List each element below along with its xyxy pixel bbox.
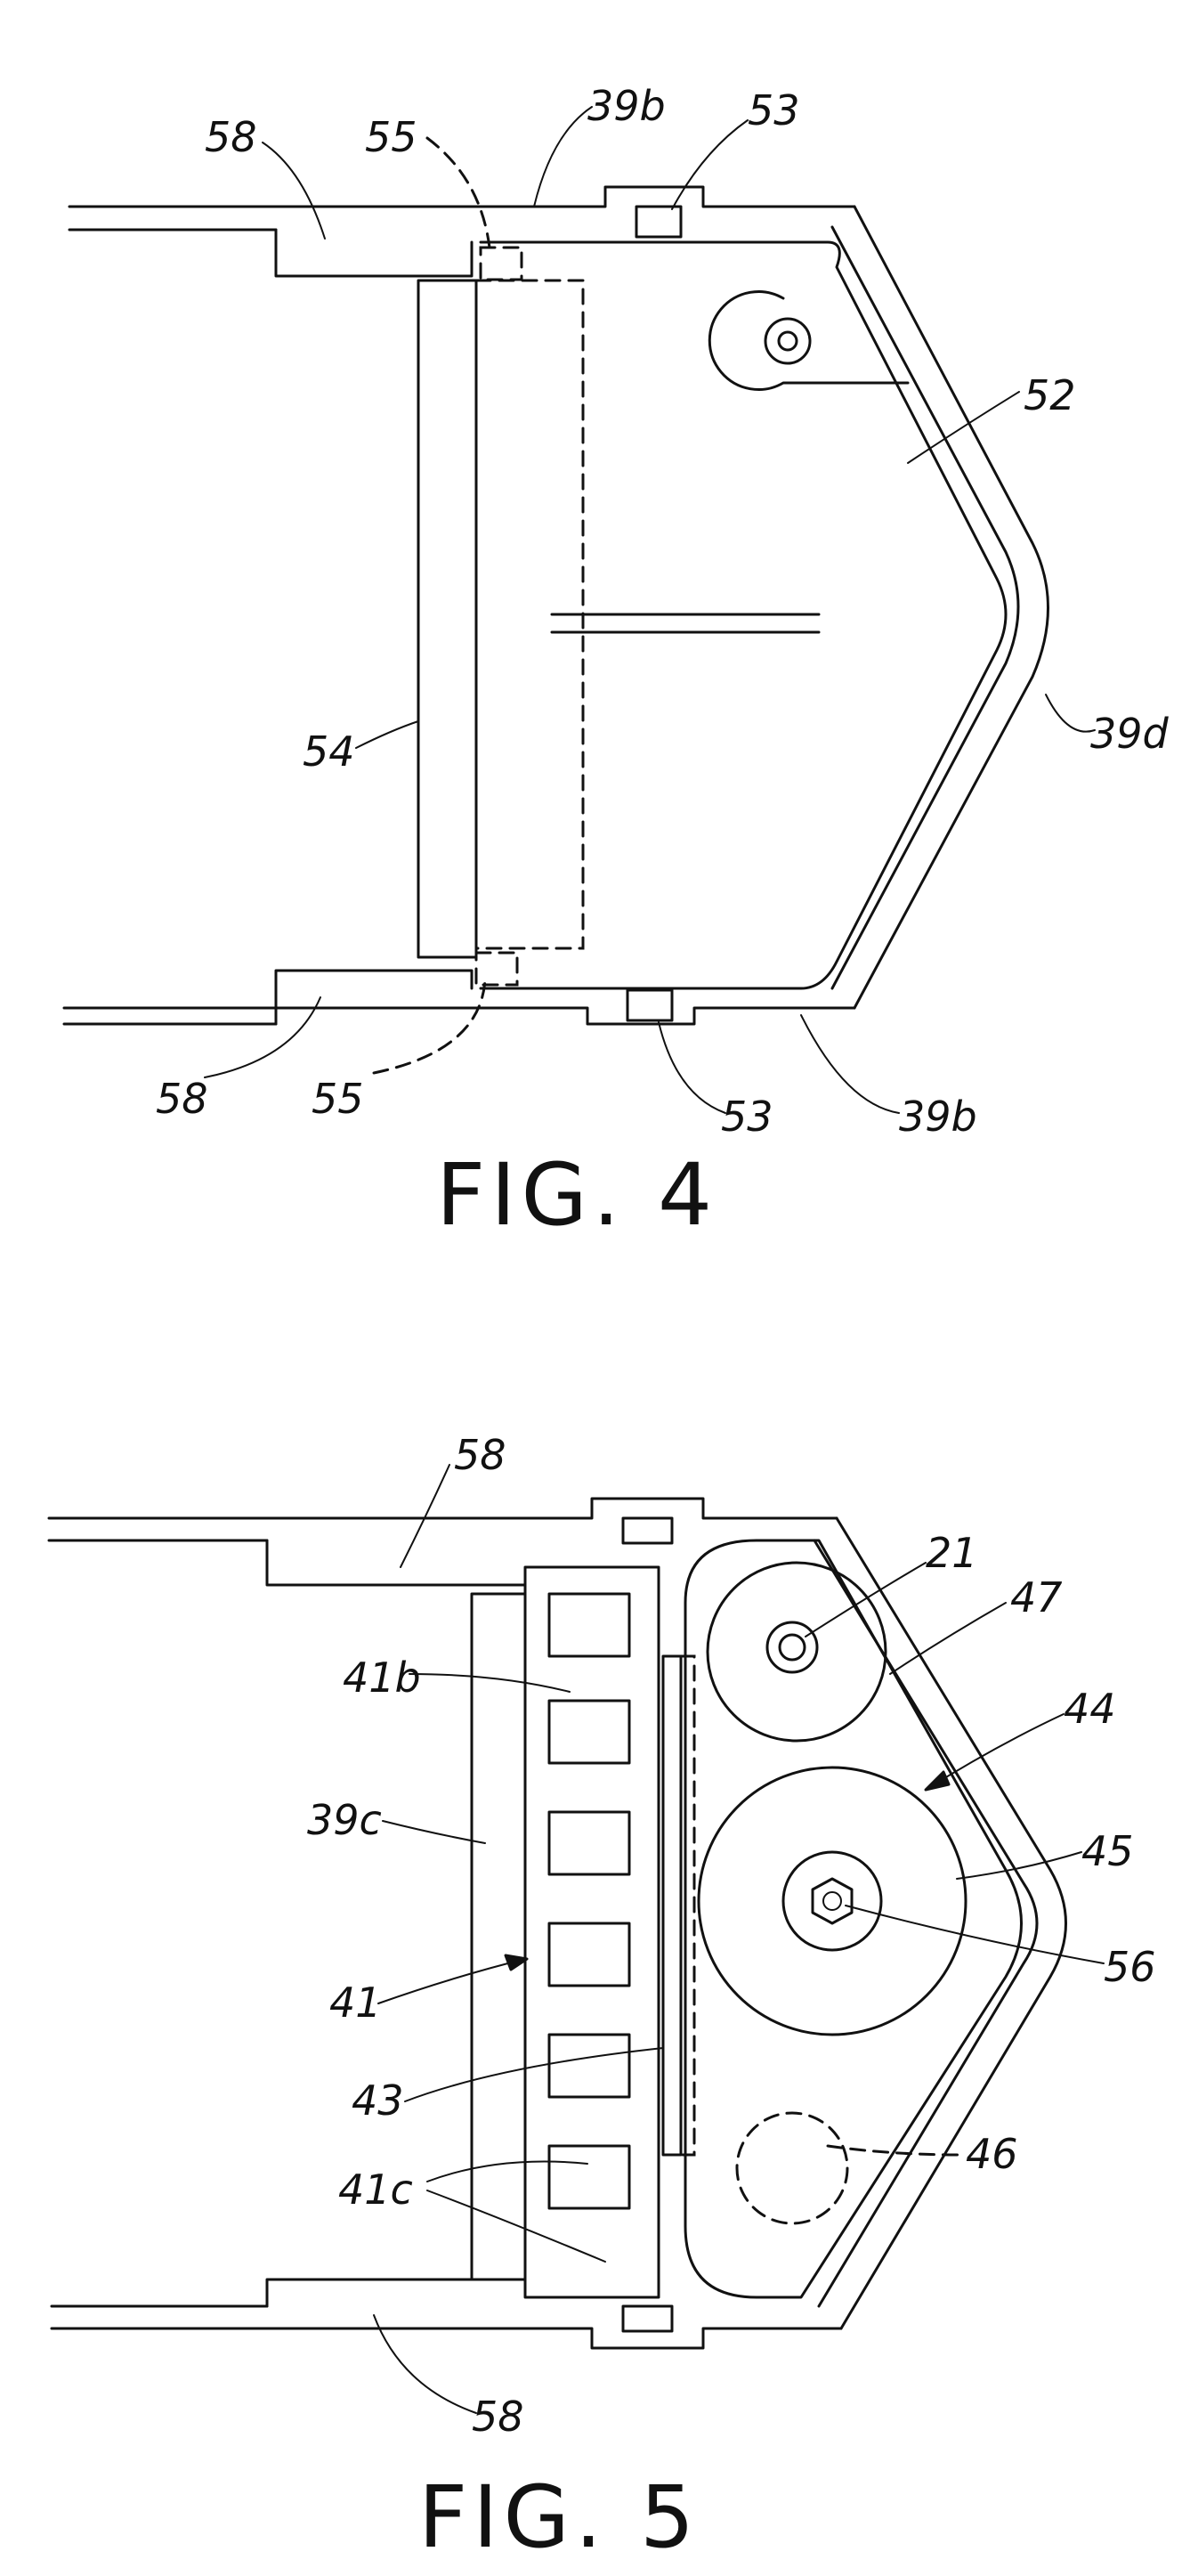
fig5-block-bottom <box>623 2306 672 2331</box>
fig4-plate-54 <box>418 280 476 957</box>
fig5-window-3 <box>549 1812 629 1874</box>
fig5-gear-47 <box>708 1563 886 1741</box>
fig5-window-6 <box>549 2146 629 2208</box>
fig5-roller-46 <box>737 2113 847 2223</box>
fig4-block-53-top <box>636 207 681 237</box>
fig4-caption: FIG. 4 <box>436 1145 717 1245</box>
fig5-label-21: 21 <box>926 1529 978 1577</box>
fig5-top-rail <box>49 1499 837 1518</box>
fig5-shaft-21-inner <box>780 1635 805 1660</box>
fig5-label-58-top: 58 <box>454 1431 506 1479</box>
fig5-label-43: 43 <box>352 2076 404 2125</box>
fig5-leader-41 <box>378 1959 525 2003</box>
fig5-leader-41c-a <box>427 2162 587 2182</box>
fig4-pivot-outer <box>765 319 810 363</box>
fig5-label-41b: 41b <box>343 1654 421 1702</box>
fig4-guide-58-bottom <box>276 971 472 1024</box>
fig5-caption: FIG. 5 <box>418 2467 700 2567</box>
fig5-housing-outer <box>837 1518 1066 2328</box>
fig5-leader-43 <box>405 2048 663 2101</box>
fig5-housing-inner <box>814 1540 1037 2306</box>
fig5-gear-45 <box>699 1767 966 2035</box>
fig4-pin-55-top <box>481 248 522 280</box>
fig4-leader-55-top <box>427 138 490 248</box>
fig5-strip-43-dashed <box>681 1656 694 2155</box>
fig5-plate-39c <box>472 1594 525 2279</box>
fig5-arrow-41 <box>506 1955 527 1970</box>
fig5-window-4 <box>549 1923 629 1986</box>
fig5-leader-41b <box>409 1674 570 1692</box>
fig5-label-41: 41 <box>329 1979 382 2027</box>
fig5-leader-41c-b <box>427 2190 605 2262</box>
fig5-gear-housing-44 <box>685 1540 1022 2297</box>
fig5-bottom-rail <box>52 2328 841 2348</box>
figure-5: 58 21 47 41b 44 39c 45 56 41 43 46 41c 5… <box>49 1431 1156 2567</box>
fig4-label-58-top: 58 <box>205 113 257 161</box>
fig5-shaft-21-outer <box>767 1622 817 1672</box>
fig5-strip-43 <box>663 1656 681 2155</box>
fig5-label-45: 45 <box>1081 1827 1134 1875</box>
fig4-label-53-top: 53 <box>748 86 800 134</box>
fig5-leader-58-top <box>401 1465 449 1567</box>
fig4-leader-58-top <box>263 142 325 239</box>
fig4-leader-39d <box>1046 695 1095 732</box>
fig5-label-56: 56 <box>1104 1943 1156 1991</box>
fig5-block-top <box>623 1518 672 1543</box>
fig5-leader-39c <box>383 1821 485 1843</box>
fig5-window-2 <box>549 1701 629 1763</box>
fig4-guide-58-top <box>276 230 472 276</box>
fig5-guide-58-bottom <box>267 2279 525 2306</box>
fig4-label-54: 54 <box>303 727 355 776</box>
fig5-label-44: 44 <box>1064 1685 1116 1733</box>
fig4-leader-53-top <box>672 120 748 209</box>
fig5-hub-45 <box>783 1852 881 1950</box>
fig5-label-58-bottom: 58 <box>472 2393 524 2441</box>
fig4-leader-53-bottom <box>659 1022 725 1113</box>
fig5-window-5 <box>549 2035 629 2097</box>
fig4-label-58-bottom: 58 <box>156 1075 208 1123</box>
fig5-frame-41 <box>525 1567 659 2297</box>
fig5-label-39c: 39c <box>307 1796 382 1844</box>
fig5-nut-56 <box>813 1879 852 1923</box>
figure-4: 58 55 39b 53 52 39d 54 58 55 53 39b FIG.… <box>64 82 1170 1245</box>
fig4-label-39b-top: 39b <box>587 82 666 130</box>
fig5-arrow-44 <box>926 1772 949 1790</box>
fig4-label-55-bottom: 55 <box>312 1075 364 1123</box>
fig4-pin-55-bottom <box>476 953 517 985</box>
fig4-bottom-rail <box>64 1008 854 1024</box>
fig4-label-39d: 39d <box>1090 710 1170 758</box>
fig5-label-47: 47 <box>1010 1573 1063 1621</box>
fig4-label-55-top: 55 <box>365 113 417 161</box>
fig4-leader-39b-bottom <box>801 1015 899 1113</box>
fig5-guide-58-top <box>267 1540 525 1585</box>
fig4-leader-54 <box>356 721 418 748</box>
fig4-leader-39b-top <box>534 107 592 207</box>
fig5-window-1 <box>549 1594 629 1656</box>
fig4-label-52: 52 <box>1024 371 1076 419</box>
fig4-pivot-inner <box>779 332 797 350</box>
fig5-leader-47 <box>890 1603 1006 1674</box>
fig4-label-53-bottom: 53 <box>721 1093 773 1141</box>
fig4-top-rail <box>69 187 854 207</box>
fig5-label-46: 46 <box>966 2130 1018 2178</box>
fig5-label-41c: 41c <box>338 2166 413 2214</box>
fig5-nut-56-bore <box>823 1892 841 1910</box>
fig4-leader-55-bottom <box>374 979 485 1073</box>
fig4-label-39b-bottom: 39b <box>899 1093 977 1141</box>
fig4-block-53-bottom <box>627 990 672 1020</box>
